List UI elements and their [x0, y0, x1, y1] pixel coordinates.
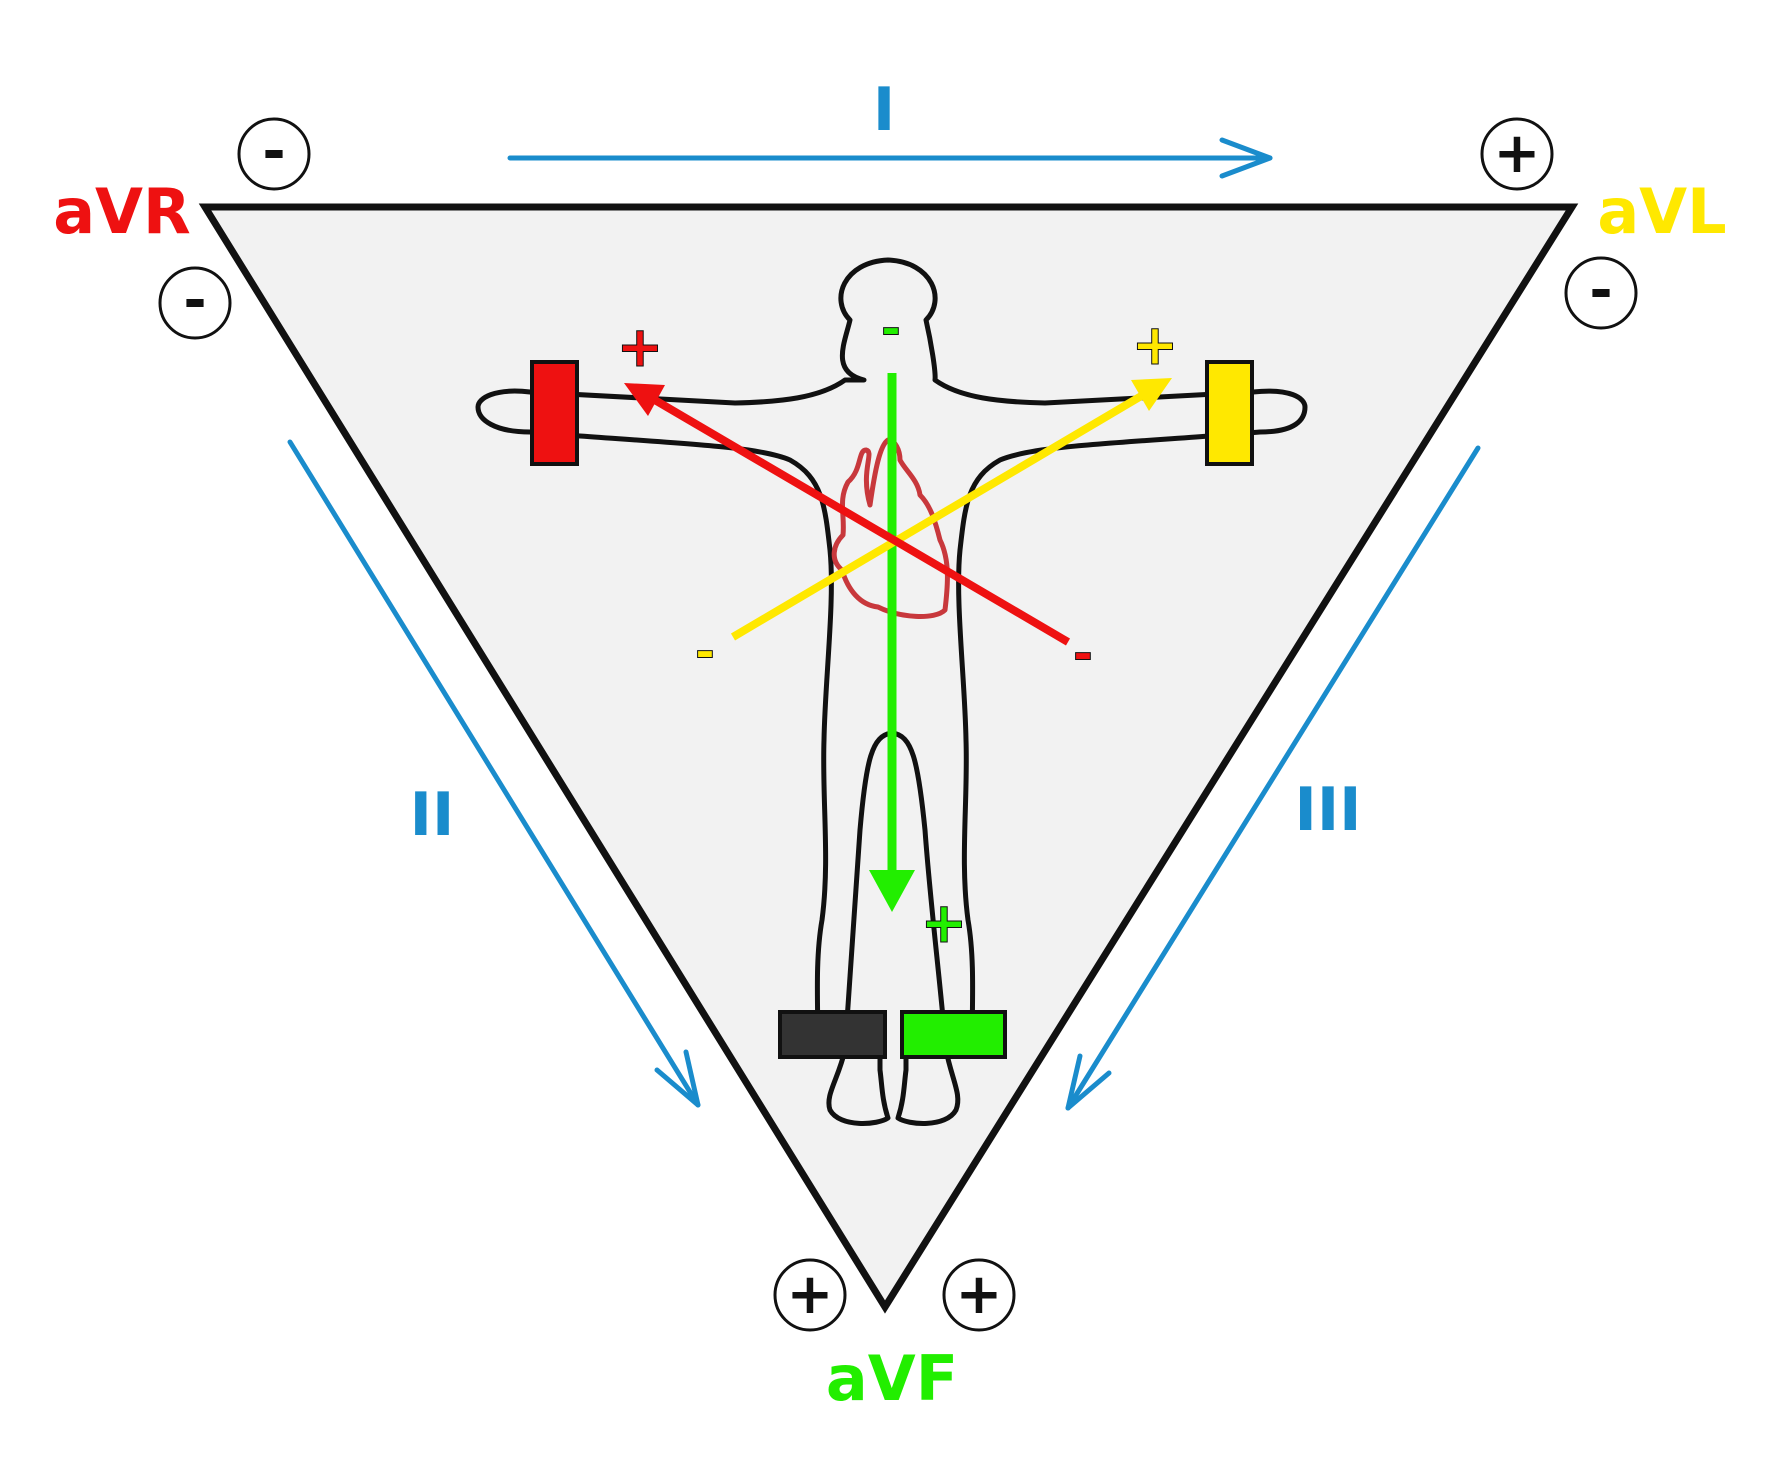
heart-outline: [831, 437, 950, 619]
plus-sign: +: [956, 1262, 1003, 1327]
avl-lead-arrow: [730, 378, 1172, 641]
lead-iii-label: III: [1295, 775, 1362, 845]
avl-plus-sign: +: [1132, 313, 1179, 378]
lead-i-arrow: [507, 137, 1273, 179]
avl-label: aVL: [1597, 175, 1726, 248]
avr-top-minus-circle: [237, 117, 311, 191]
left-foot-outline: [826, 1047, 891, 1126]
avl-minus-sign: -: [695, 624, 715, 680]
head-and-arms-outline: [475, 257, 1308, 1053]
left-leg-electrode: [900, 1010, 1007, 1059]
plus-sign: +: [1494, 121, 1541, 186]
body-outline: [475, 257, 1308, 1126]
right-arm-electrode: [530, 360, 579, 466]
lead-iii-arrow: [1065, 445, 1481, 1111]
lead-i-label: I: [873, 75, 895, 145]
minus-sign: -: [262, 119, 285, 184]
avf-lead-arrow: [869, 373, 915, 912]
avf-label: aVF: [826, 1342, 958, 1415]
avr-plus-sign: +: [617, 315, 664, 380]
avf-plus-sign: +: [921, 891, 968, 956]
right-foot-outline: [895, 1047, 961, 1126]
minus-sign: -: [183, 268, 206, 333]
avl-right-minus-circle: [1564, 256, 1638, 330]
avr-left-minus-circle: [158, 266, 232, 340]
avf-minus-sign: -: [881, 301, 901, 357]
left-arm-electrode: [1205, 360, 1254, 466]
avr-label: aVR: [53, 175, 191, 248]
avl-top-plus-circle: [1480, 117, 1554, 191]
avr-lead-arrow: [624, 383, 1071, 646]
avf-right-plus-circle: [942, 1258, 1016, 1332]
lead-ii-arrow: [287, 439, 701, 1108]
avf-left-plus-circle: [773, 1258, 847, 1332]
avr-minus-sign: -: [1073, 626, 1093, 682]
lead-ii-label: II: [410, 780, 455, 850]
minus-sign: -: [1589, 258, 1612, 323]
right-leg-electrode: [778, 1010, 887, 1059]
plus-sign: +: [787, 1262, 834, 1327]
